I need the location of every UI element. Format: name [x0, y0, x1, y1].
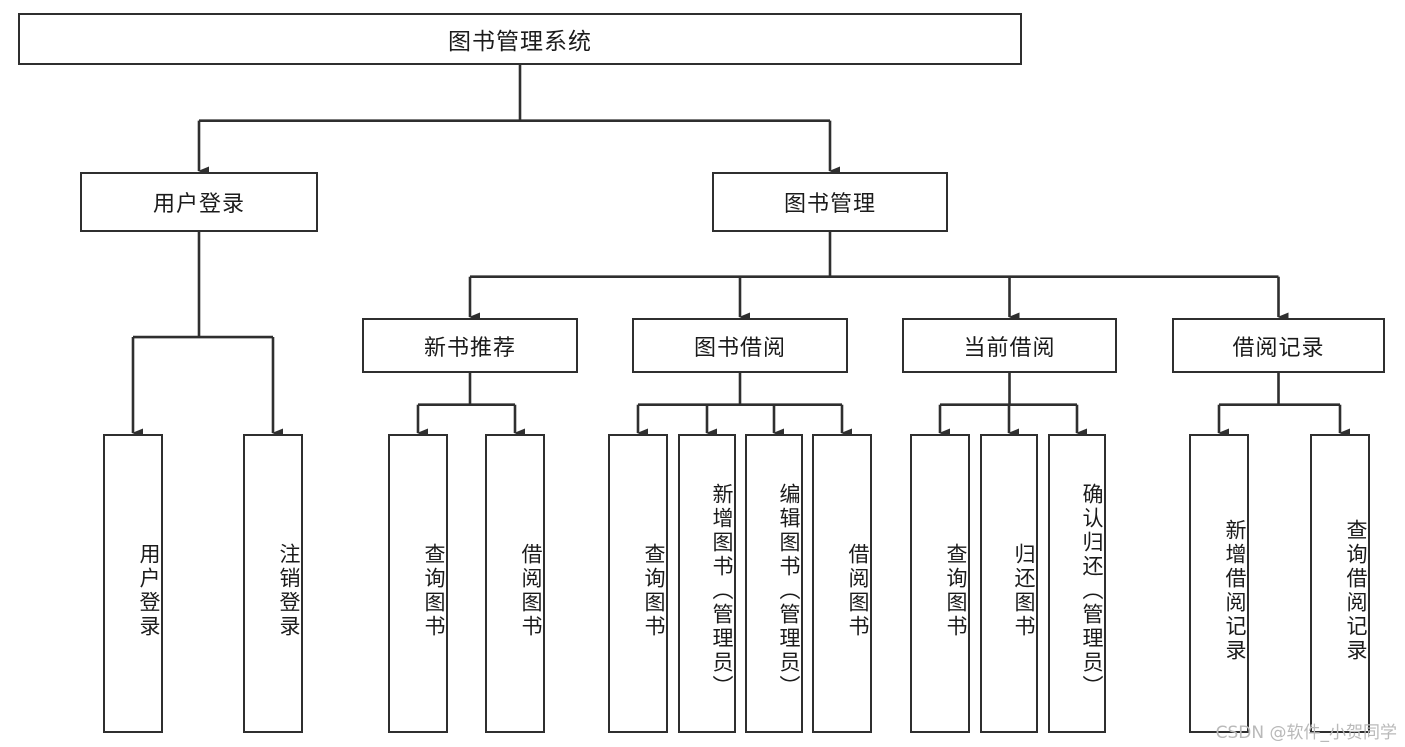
node-label: 新增借阅记录 — [1223, 518, 1247, 663]
node-box-node-l1-1-0-0-查询图书[interactable]: 查询图书 — [388, 434, 448, 733]
connector-lines — [131, 65, 1350, 438]
node-label: 查询图书 — [642, 542, 666, 639]
node-box-node-l1-0-用户登录[interactable]: 用户登录 — [80, 172, 318, 232]
node-box-node-l1-1-图书管理[interactable]: 图书管理 — [712, 172, 948, 232]
node-label: 查询借阅记录 — [1344, 518, 1368, 663]
node-box-node-l1-1-0-1-借阅图书[interactable]: 借阅图书 — [485, 434, 545, 733]
node-box-node-l1-1-3-借阅记录[interactable]: 借阅记录 — [1172, 318, 1385, 373]
node-label: 注销登录 — [277, 542, 301, 639]
node-label: 当前借阅 — [963, 335, 1056, 361]
node-label: 确认归还（管理员） — [1080, 482, 1104, 699]
node-box-node-l1-1-0-新书推荐[interactable]: 新书推荐 — [362, 318, 578, 373]
node-label: 归还图书 — [1012, 542, 1036, 639]
node-box-node-l1-1-1-图书借阅[interactable]: 图书借阅 — [632, 318, 848, 373]
node-box-node-l1-0-0-用户登录[interactable]: 用户登录 — [103, 434, 163, 733]
node-label: 借阅记录 — [1232, 335, 1325, 361]
node-label: 用户登录 — [152, 192, 245, 217]
node-box-node-l1-1-1-2-编辑图书管理[interactable]: 编辑图书（管理员） — [745, 434, 803, 733]
node-box-node-l1-1-3-0-新增借阅记录[interactable]: 新增借阅记录 — [1189, 434, 1249, 733]
node-label: 新书推荐 — [423, 335, 516, 361]
node-box-node-l1-0-1-注销登录[interactable]: 注销登录 — [243, 434, 303, 733]
node-box-node-l1-1-1-0-查询图书[interactable]: 查询图书 — [608, 434, 668, 733]
node-box-node-l1-1-2-2-确认归还管理[interactable]: 确认归还（管理员） — [1048, 434, 1106, 733]
node-label: 编辑图书（管理员） — [777, 482, 801, 699]
node-box-node-r-图书管理系统[interactable]: 图书管理系统 — [18, 13, 1022, 65]
node-box-node-l1-1-2-1-归还图书[interactable]: 归还图书 — [980, 434, 1038, 733]
node-box-node-l1-1-2-0-查询图书[interactable]: 查询图书 — [910, 434, 970, 733]
node-label: 图书管理 — [783, 192, 876, 217]
watermark-text: CSDN @软件_小贺同学 — [1215, 723, 1397, 743]
node-label: 借阅图书 — [846, 542, 870, 639]
node-label: 查询图书 — [944, 542, 968, 639]
node-label: 用户登录 — [137, 542, 161, 639]
node-box-node-l1-1-2-当前借阅[interactable]: 当前借阅 — [902, 318, 1117, 373]
node-label: 查询图书 — [422, 542, 446, 639]
node-label: 图书管理系统 — [448, 29, 592, 55]
node-box-node-l1-1-1-1-新增图书管理[interactable]: 新增图书（管理员） — [678, 434, 736, 733]
node-label: 借阅图书 — [519, 542, 543, 639]
node-label: 图书借阅 — [693, 335, 786, 361]
node-box-node-l1-1-3-1-查询借阅记录[interactable]: 查询借阅记录 — [1310, 434, 1370, 733]
node-label: 新增图书（管理员） — [710, 482, 734, 699]
node-box-node-l1-1-1-3-借阅图书[interactable]: 借阅图书 — [812, 434, 872, 733]
